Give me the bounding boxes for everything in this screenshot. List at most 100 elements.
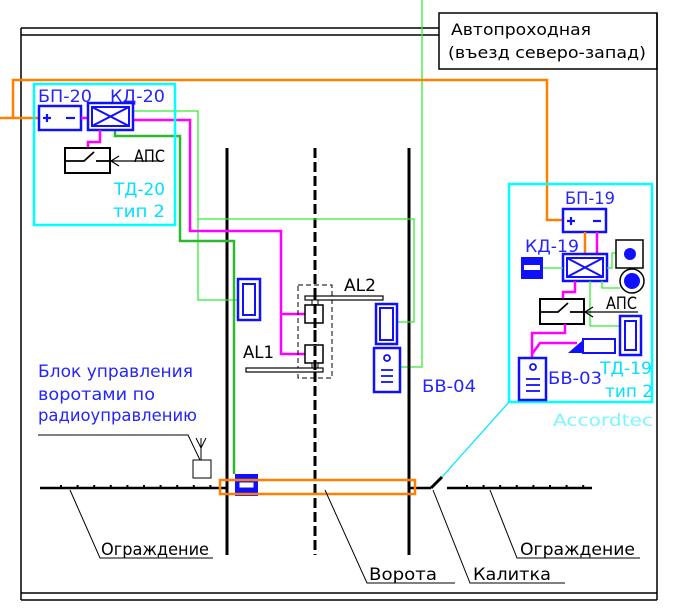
callout-wicket: Калитка bbox=[432, 489, 565, 585]
controller-cross-icon bbox=[566, 257, 604, 278]
radio-note-line-1: Блок управления bbox=[38, 362, 193, 382]
controller-kd19-inner bbox=[566, 257, 604, 278]
radio-note-line-3: радиоуправлению bbox=[38, 406, 197, 426]
fence-line bbox=[40, 475, 592, 490]
radio-note-line-2: воротами по bbox=[38, 385, 155, 405]
callout-gates: Ворота bbox=[324, 489, 455, 585]
no-entry-bar bbox=[524, 265, 540, 270]
reader-left-outer bbox=[236, 277, 262, 322]
reader-bv04-label: БВ-04 bbox=[422, 377, 476, 397]
panel-td19-type: тип 2 bbox=[605, 382, 653, 402]
button-dot-icon bbox=[624, 248, 636, 260]
plus-terminal-icon bbox=[567, 217, 575, 225]
panel-td19-outline bbox=[507, 182, 654, 404]
reader-right-outer bbox=[374, 302, 399, 346]
panel-td19: БП-19 КД-19 bbox=[507, 182, 654, 431]
gate-drive-slot bbox=[238, 481, 255, 489]
wire-aps-bv03 bbox=[530, 324, 567, 357]
controller-kd19-label: КД-19 bbox=[525, 237, 579, 257]
no-entry-indicator bbox=[521, 257, 543, 279]
psu-bp19-label: БП-19 bbox=[565, 189, 615, 209]
reader-keypad-lines-icon bbox=[381, 369, 393, 383]
reader-bv03 bbox=[517, 356, 548, 402]
vendor-label: Accordtec bbox=[553, 411, 653, 431]
reader-led-icon bbox=[383, 354, 391, 362]
fence-ticks bbox=[60, 485, 585, 488]
switch-contact-icon bbox=[65, 151, 110, 162]
callout-fence-right-leader bbox=[489, 489, 640, 559]
callout-fence-right: Ограждение bbox=[489, 489, 640, 560]
signal-wire-right-reader bbox=[198, 218, 415, 323]
panel-td19-leader bbox=[441, 401, 510, 478]
wedge-button-box bbox=[582, 338, 616, 354]
reader-led-icon bbox=[529, 363, 537, 371]
psu-bp19 bbox=[561, 207, 608, 234]
title-line-2: (въезд северо-запад) bbox=[448, 43, 646, 62]
light-indicator bbox=[619, 268, 645, 294]
lock-al1-bar bbox=[245, 367, 324, 373]
wedge-icon bbox=[568, 340, 583, 353]
callout-fence-left-label: Ограждение bbox=[101, 540, 209, 560]
callout-gates-label: Ворота bbox=[369, 565, 437, 585]
wire-kd19-siren bbox=[601, 281, 620, 289]
power-wire-bp19 bbox=[11, 78, 563, 222]
panel-td20-label: ТД-20 bbox=[113, 180, 165, 200]
callout-wicket-label: Калитка bbox=[473, 565, 551, 585]
reader-td19-inner bbox=[624, 320, 637, 351]
plus-terminal-icon bbox=[43, 114, 51, 122]
reader-left bbox=[236, 277, 262, 322]
gate-leaf-outline bbox=[218, 478, 417, 496]
controller-kd20-inner bbox=[91, 106, 130, 127]
aps-left-label: АПС bbox=[134, 147, 165, 167]
panel-td20-outline bbox=[32, 82, 177, 227]
psu-bp20 bbox=[37, 104, 83, 132]
panel-td20: БП-20 КД-20 bbox=[32, 82, 177, 227]
title-line-1: Автопроходная bbox=[451, 20, 591, 39]
reader-bv04: БВ-04 bbox=[372, 346, 476, 397]
wire-kd19-button bbox=[607, 252, 616, 269]
signal-wire-left-reader bbox=[133, 110, 238, 301]
radio-antenna-icon bbox=[195, 437, 207, 460]
arrow-left-icon bbox=[583, 306, 638, 318]
reader-bv03-label: БВ-03 bbox=[548, 369, 602, 389]
panel-td20-type: тип 2 bbox=[113, 202, 165, 222]
wire-kd20-aps bbox=[86, 130, 102, 148]
callout-fence-right-label: Ограждение bbox=[520, 540, 635, 560]
title-block: Автопроходная (въезд северо-запад) bbox=[438, 12, 658, 70]
lock-al2-label: AL2 bbox=[344, 276, 376, 296]
switch-contact-icon bbox=[540, 302, 584, 313]
gate-drive bbox=[235, 474, 258, 496]
wicket-leaf bbox=[429, 475, 444, 490]
wire-kd19-aps bbox=[561, 281, 577, 299]
reader-right bbox=[374, 302, 399, 346]
wire-bv03-button bbox=[530, 341, 577, 355]
drawing-frame bbox=[20, 13, 658, 601]
controller-cross-icon bbox=[91, 106, 130, 127]
indicator-dot-icon bbox=[624, 273, 640, 289]
title-box bbox=[438, 12, 658, 70]
reader-keypad-lines-icon bbox=[526, 378, 540, 392]
signal-wire-reader-bv04 bbox=[400, 0, 423, 368]
controller-kd19 bbox=[561, 252, 609, 283]
radio-control-note: Блок управления воротами по радиоуправле… bbox=[38, 362, 212, 479]
wire-kd19-reader bbox=[589, 281, 620, 327]
lock-al1-label: AL1 bbox=[243, 343, 274, 363]
aps-switch-left: АПС bbox=[64, 147, 165, 174]
callout-fence-left-leader bbox=[69, 489, 213, 559]
aps-switch-right: АПС bbox=[539, 294, 638, 325]
locks-assembly: AL1 AL2 bbox=[243, 276, 384, 379]
arrow-left-icon bbox=[109, 155, 160, 167]
drive-wire-gate bbox=[113, 130, 236, 474]
radio-note-leader bbox=[38, 434, 201, 461]
controller-kd20 bbox=[86, 101, 135, 132]
reader-right-inner bbox=[379, 307, 394, 341]
psu-bp20-label: БП-20 bbox=[38, 87, 92, 107]
aps-right-label: АПС bbox=[606, 294, 637, 314]
lock-al2-bar bbox=[304, 295, 384, 301]
lock-wire-al1 bbox=[133, 118, 305, 356]
callout-wicket-leader bbox=[432, 489, 565, 584]
callout-gates-leader bbox=[324, 489, 455, 584]
reader-td19 bbox=[618, 314, 643, 357]
reader-left-inner bbox=[242, 283, 256, 316]
